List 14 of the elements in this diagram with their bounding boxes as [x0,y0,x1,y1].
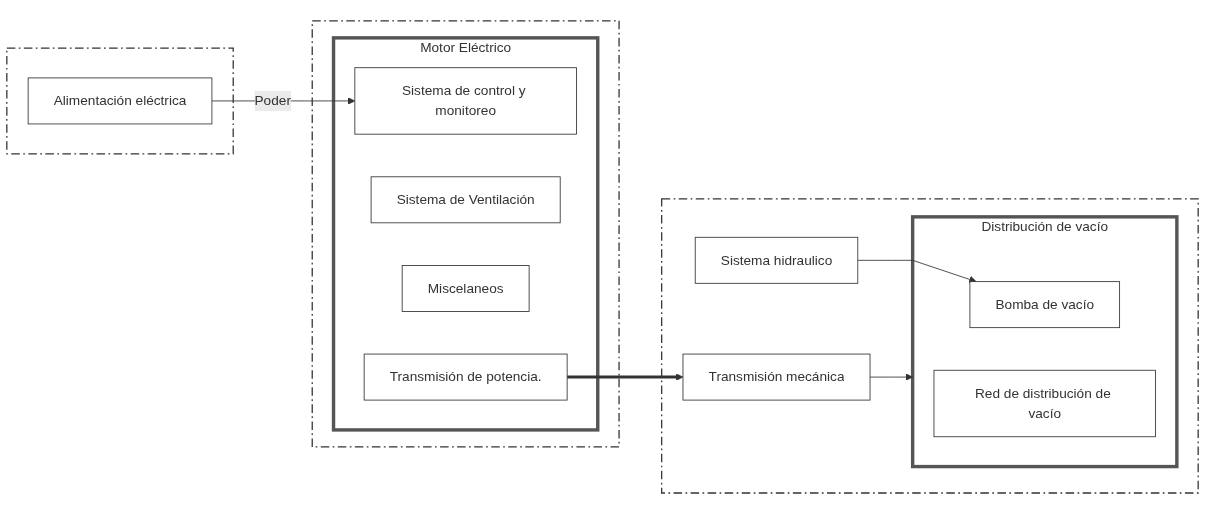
node-box: Transmisión mecánica [682,353,871,401]
cluster [311,19,620,448]
arrow [567,372,684,381]
cluster [6,47,234,154]
node-box: Sistema de control y monitoreo [354,66,577,135]
cluster [661,197,1199,494]
node-box: Sistema hidraulico [694,236,859,284]
node-box: Red de distribución de vacío [933,369,1156,437]
node-box: Miscelaneos [401,264,530,312]
node-box: Transmisión de potencia. [363,353,568,401]
edge-label: Poder [254,92,291,108]
node-box: Sistema de Ventilación [370,175,561,223]
node-box: Alimentación eléctrica [27,77,213,124]
node-box: Bomba de vacío [969,280,1121,328]
